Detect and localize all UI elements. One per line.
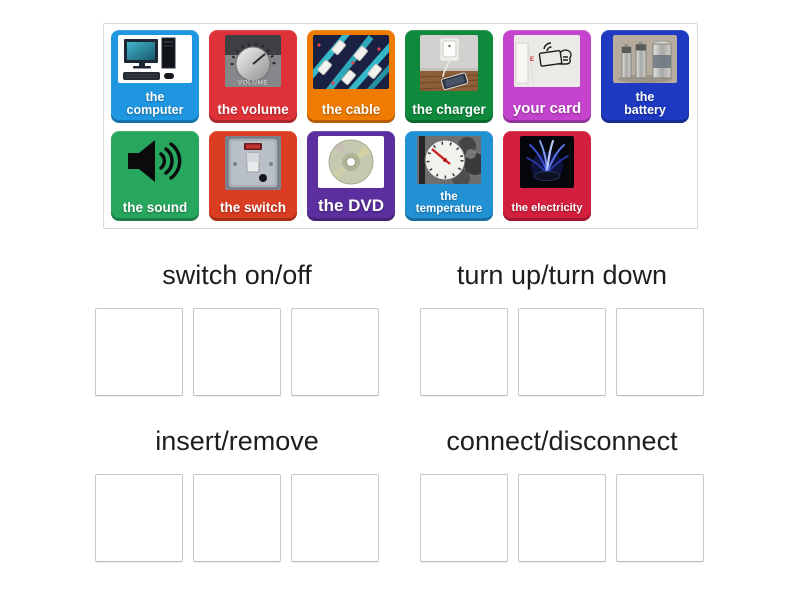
tile-tray: the computer VOLUME xyxy=(103,23,698,229)
light-switch-photo xyxy=(225,136,281,190)
drop-slot[interactable] xyxy=(420,474,508,562)
drop-slot[interactable] xyxy=(518,308,606,396)
drop-slot[interactable] xyxy=(291,308,379,396)
tile-the-cable[interactable]: the cable xyxy=(307,30,395,123)
tile-the-volume[interactable]: VOLUME the volume xyxy=(209,30,297,123)
tile-label: the DVD xyxy=(317,196,385,216)
drop-slot[interactable] xyxy=(95,474,183,562)
tile-label: the battery xyxy=(624,89,666,117)
network-cables-photo xyxy=(313,35,389,89)
tile-the-switch[interactable]: the switch xyxy=(209,131,297,221)
tile-label: the sound xyxy=(122,199,188,215)
slot-row xyxy=(95,474,379,562)
group-header: connect/disconnect xyxy=(446,426,678,456)
tile-the-sound[interactable]: the sound xyxy=(111,131,199,221)
drop-slot[interactable] xyxy=(95,308,183,396)
tile-label: the charger xyxy=(412,101,486,117)
tile-label: the cable xyxy=(321,101,381,117)
slot-row xyxy=(420,308,704,396)
drop-slot[interactable] xyxy=(291,474,379,562)
drop-slot[interactable] xyxy=(518,474,606,562)
tile-the-temperature[interactable]: the temperature xyxy=(405,131,493,221)
svg-text:VOLUME: VOLUME xyxy=(238,80,269,87)
group-header: switch on/off xyxy=(162,260,312,290)
drop-slot[interactable] xyxy=(420,308,508,396)
tile-the-charger[interactable]: the charger xyxy=(405,30,493,123)
group-header: insert/remove xyxy=(155,426,319,456)
plasma-electricity-photo xyxy=(520,136,574,188)
tile-label: the switch xyxy=(219,199,286,215)
slot-row xyxy=(95,308,379,396)
contactless-card-drawing: E xyxy=(514,35,580,87)
thermometer-dial-photo xyxy=(417,136,481,184)
tile-the-dvd[interactable]: the DVD xyxy=(307,131,395,221)
group-header: turn up/turn down xyxy=(456,260,668,290)
batteries-photo xyxy=(613,35,677,83)
dvd-disc-photo xyxy=(318,136,384,188)
tile-the-computer[interactable]: the computer xyxy=(111,30,199,123)
desktop-computer-photo xyxy=(118,35,192,83)
slot-row xyxy=(420,474,704,562)
volume-knob-photo: VOLUME xyxy=(225,35,281,87)
tile-the-battery[interactable]: the battery xyxy=(601,30,689,123)
drop-slot[interactable] xyxy=(616,308,704,396)
group-turn-up-turn-down: turn up/turn down xyxy=(420,260,704,396)
phone-charger-photo xyxy=(420,35,478,91)
tile-your-card[interactable]: E your card xyxy=(503,30,591,123)
tile-the-electricity[interactable]: the electricity xyxy=(503,131,591,221)
tile-label: the volume xyxy=(217,101,289,117)
tile-label: the computer xyxy=(126,89,184,117)
svg-text:E: E xyxy=(530,57,534,63)
tile-label: the temperature xyxy=(415,190,483,215)
drop-slot[interactable] xyxy=(616,474,704,562)
tray-row-1: the computer VOLUME xyxy=(111,30,690,123)
tray-row-2: the sound xyxy=(111,131,690,221)
speaker-icon xyxy=(123,136,187,186)
tile-label: the electricity xyxy=(511,202,583,215)
group-insert-remove: insert/remove xyxy=(95,426,379,562)
group-switch-on-off: switch on/off xyxy=(95,260,379,396)
drop-slot[interactable] xyxy=(193,474,281,562)
drop-slot[interactable] xyxy=(193,308,281,396)
tile-label: your card xyxy=(512,100,582,118)
group-connect-disconnect: connect/disconnect xyxy=(420,426,704,562)
